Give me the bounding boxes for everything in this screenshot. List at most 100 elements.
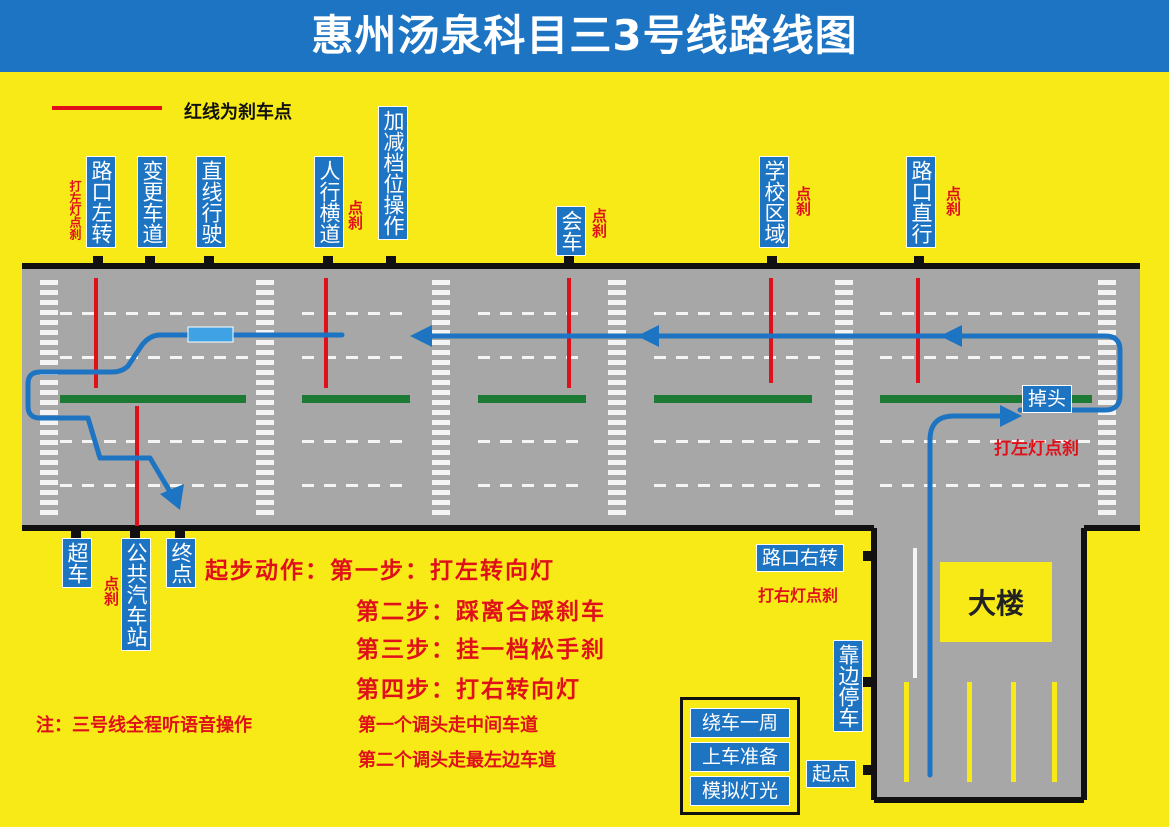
crosswalk-stripe (256, 370, 274, 375)
crosswalk-stripe (256, 360, 274, 365)
crosswalk-stripe (1098, 330, 1116, 335)
lane-dash (170, 484, 182, 487)
crosswalk-stripe (835, 490, 853, 495)
lane-dash (1034, 312, 1046, 315)
sign-start-point: 起点 (806, 760, 857, 788)
crosswalk-stripe (835, 340, 853, 345)
crosswalk-stripe (432, 410, 450, 415)
lane-dash (236, 356, 248, 359)
lane-dash (676, 440, 688, 443)
crosswalk-stripe (608, 510, 626, 515)
lane-dash (880, 312, 892, 315)
lane-dash (924, 356, 936, 359)
crosswalk-stripe (1098, 470, 1116, 475)
crosswalk-stripe (256, 300, 274, 305)
lane-dash (368, 312, 380, 315)
arrow-icon (410, 325, 432, 347)
crosswalk-stripe (40, 340, 58, 345)
crosswalk-stripe (835, 450, 853, 455)
menu-light-simulation[interactable]: 模拟灯光 (690, 776, 790, 806)
crosswalk-stripe (608, 370, 626, 375)
menu-walk-around[interactable]: 绕车一周 (690, 708, 790, 738)
crosswalk-stripe (608, 390, 626, 395)
lane-dash (390, 356, 402, 359)
sign-posts (71, 256, 924, 775)
crosswalk-stripe (835, 310, 853, 315)
crosswalk-stripe (608, 500, 626, 505)
lane-dash (544, 312, 556, 315)
crosswalk-stripe (1098, 300, 1116, 305)
crosswalk-stripe (1098, 410, 1116, 415)
crosswalk-stripe (432, 370, 450, 375)
lane-dash (236, 440, 248, 443)
crosswalk-stripe (256, 510, 274, 515)
crosswalk-stripe (432, 380, 450, 385)
menu-boarding-prep[interactable]: 上车准备 (690, 742, 790, 772)
lane-dash (302, 440, 314, 443)
sign-intersection-left: 路口左转 (86, 156, 116, 248)
crosswalk-stripe (432, 500, 450, 505)
lane-dash (880, 356, 892, 359)
lane-dash (742, 356, 754, 359)
crosswalk-stripe (40, 420, 58, 425)
lane-dash (1056, 484, 1068, 487)
lane-dash (1012, 484, 1024, 487)
arrow-icon (940, 325, 962, 347)
crosswalk-stripe (835, 330, 853, 335)
crosswalk-stripe (432, 320, 450, 325)
crosswalk-stripe (40, 430, 58, 435)
crosswalk-stripe (835, 420, 853, 425)
crosswalk-stripe (432, 450, 450, 455)
lane-dash (880, 484, 892, 487)
lane-dash (1012, 356, 1024, 359)
crosswalk-stripe (1098, 340, 1116, 345)
lane-dash (1034, 484, 1046, 487)
crosswalk-stripe (608, 320, 626, 325)
lane-dash (902, 312, 914, 315)
crosswalk-stripe (432, 480, 450, 485)
sign-straight-driving: 直线行驶 (196, 156, 226, 248)
lane-dash (544, 484, 556, 487)
crosswalk-stripe (1098, 350, 1116, 355)
lane-dash (698, 440, 710, 443)
crosswalk-stripe (40, 480, 58, 485)
lane-dash (764, 484, 776, 487)
lane-dash (676, 312, 688, 315)
lane-dash (522, 484, 534, 487)
lane-dash (946, 440, 958, 443)
crosswalk-stripe (256, 500, 274, 505)
lane-dash (902, 440, 914, 443)
crosswalk-stripe (432, 490, 450, 495)
crosswalk-stripe (40, 310, 58, 315)
crosswalk-stripe (608, 400, 626, 405)
crosswalk-stripe (432, 310, 450, 315)
crosswalk-stripe (835, 370, 853, 375)
crosswalks (40, 280, 1116, 515)
sign-intersection-straight: 路口直行 (906, 156, 936, 248)
crosswalk-stripe (432, 400, 450, 405)
route-path (25, 332, 1123, 778)
crosswalk-stripe (256, 340, 274, 345)
crosswalk-stripe (40, 450, 58, 455)
lane-dash (720, 440, 732, 443)
lane-dash (566, 440, 578, 443)
lane-dash (192, 312, 204, 315)
lane-dash (698, 484, 710, 487)
lane-dash (968, 440, 980, 443)
lane-dash (522, 356, 534, 359)
lane-dash (924, 312, 936, 315)
sign-end-point: 终点 (166, 538, 196, 588)
crosswalk-stripe (256, 310, 274, 315)
crosswalk-stripe (835, 290, 853, 295)
crosswalk-stripe (432, 350, 450, 355)
lane-dash (104, 484, 116, 487)
lane-dash (324, 312, 336, 315)
crosswalk-stripe (40, 280, 58, 285)
note-second-uturn: 第二个调头走最左边车道 (358, 750, 556, 771)
sign-post (145, 256, 155, 268)
lane-dash (324, 440, 336, 443)
crosswalk-stripe (1098, 290, 1116, 295)
note-left-signal-brake: 打左灯点刹 (68, 180, 82, 240)
crosswalk-stripe (608, 360, 626, 365)
